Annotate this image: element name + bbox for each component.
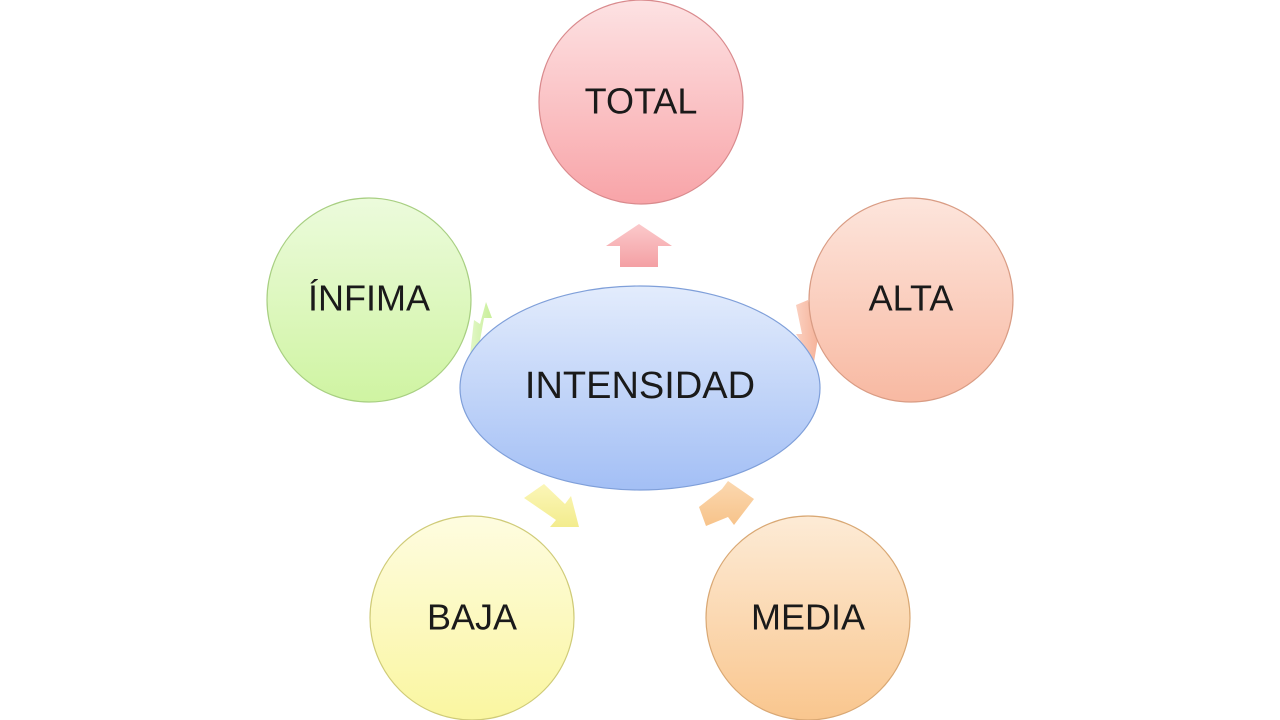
arrow-to-baja — [524, 484, 579, 527]
node-alta: ALTA — [808, 197, 1014, 403]
node-media: MEDIA — [705, 515, 911, 720]
center-node: INTENSIDAD — [459, 285, 821, 491]
node-infima-label: ÍNFIMA — [308, 278, 430, 319]
node-baja-label: BAJA — [427, 597, 517, 638]
arrow-to-alta — [796, 300, 820, 362]
center-label: INTENSIDAD — [525, 365, 755, 407]
arrow-to-media — [699, 481, 754, 526]
arrow-to-infima — [470, 302, 492, 355]
node-media-label: MEDIA — [751, 597, 865, 638]
arrow-to-total — [606, 224, 672, 267]
node-total-label: TOTAL — [585, 81, 698, 122]
node-baja: BAJA — [369, 515, 575, 720]
node-total: TOTAL — [538, 0, 744, 205]
node-infima: ÍNFIMA — [266, 197, 472, 403]
node-alta-label: ALTA — [869, 278, 954, 319]
